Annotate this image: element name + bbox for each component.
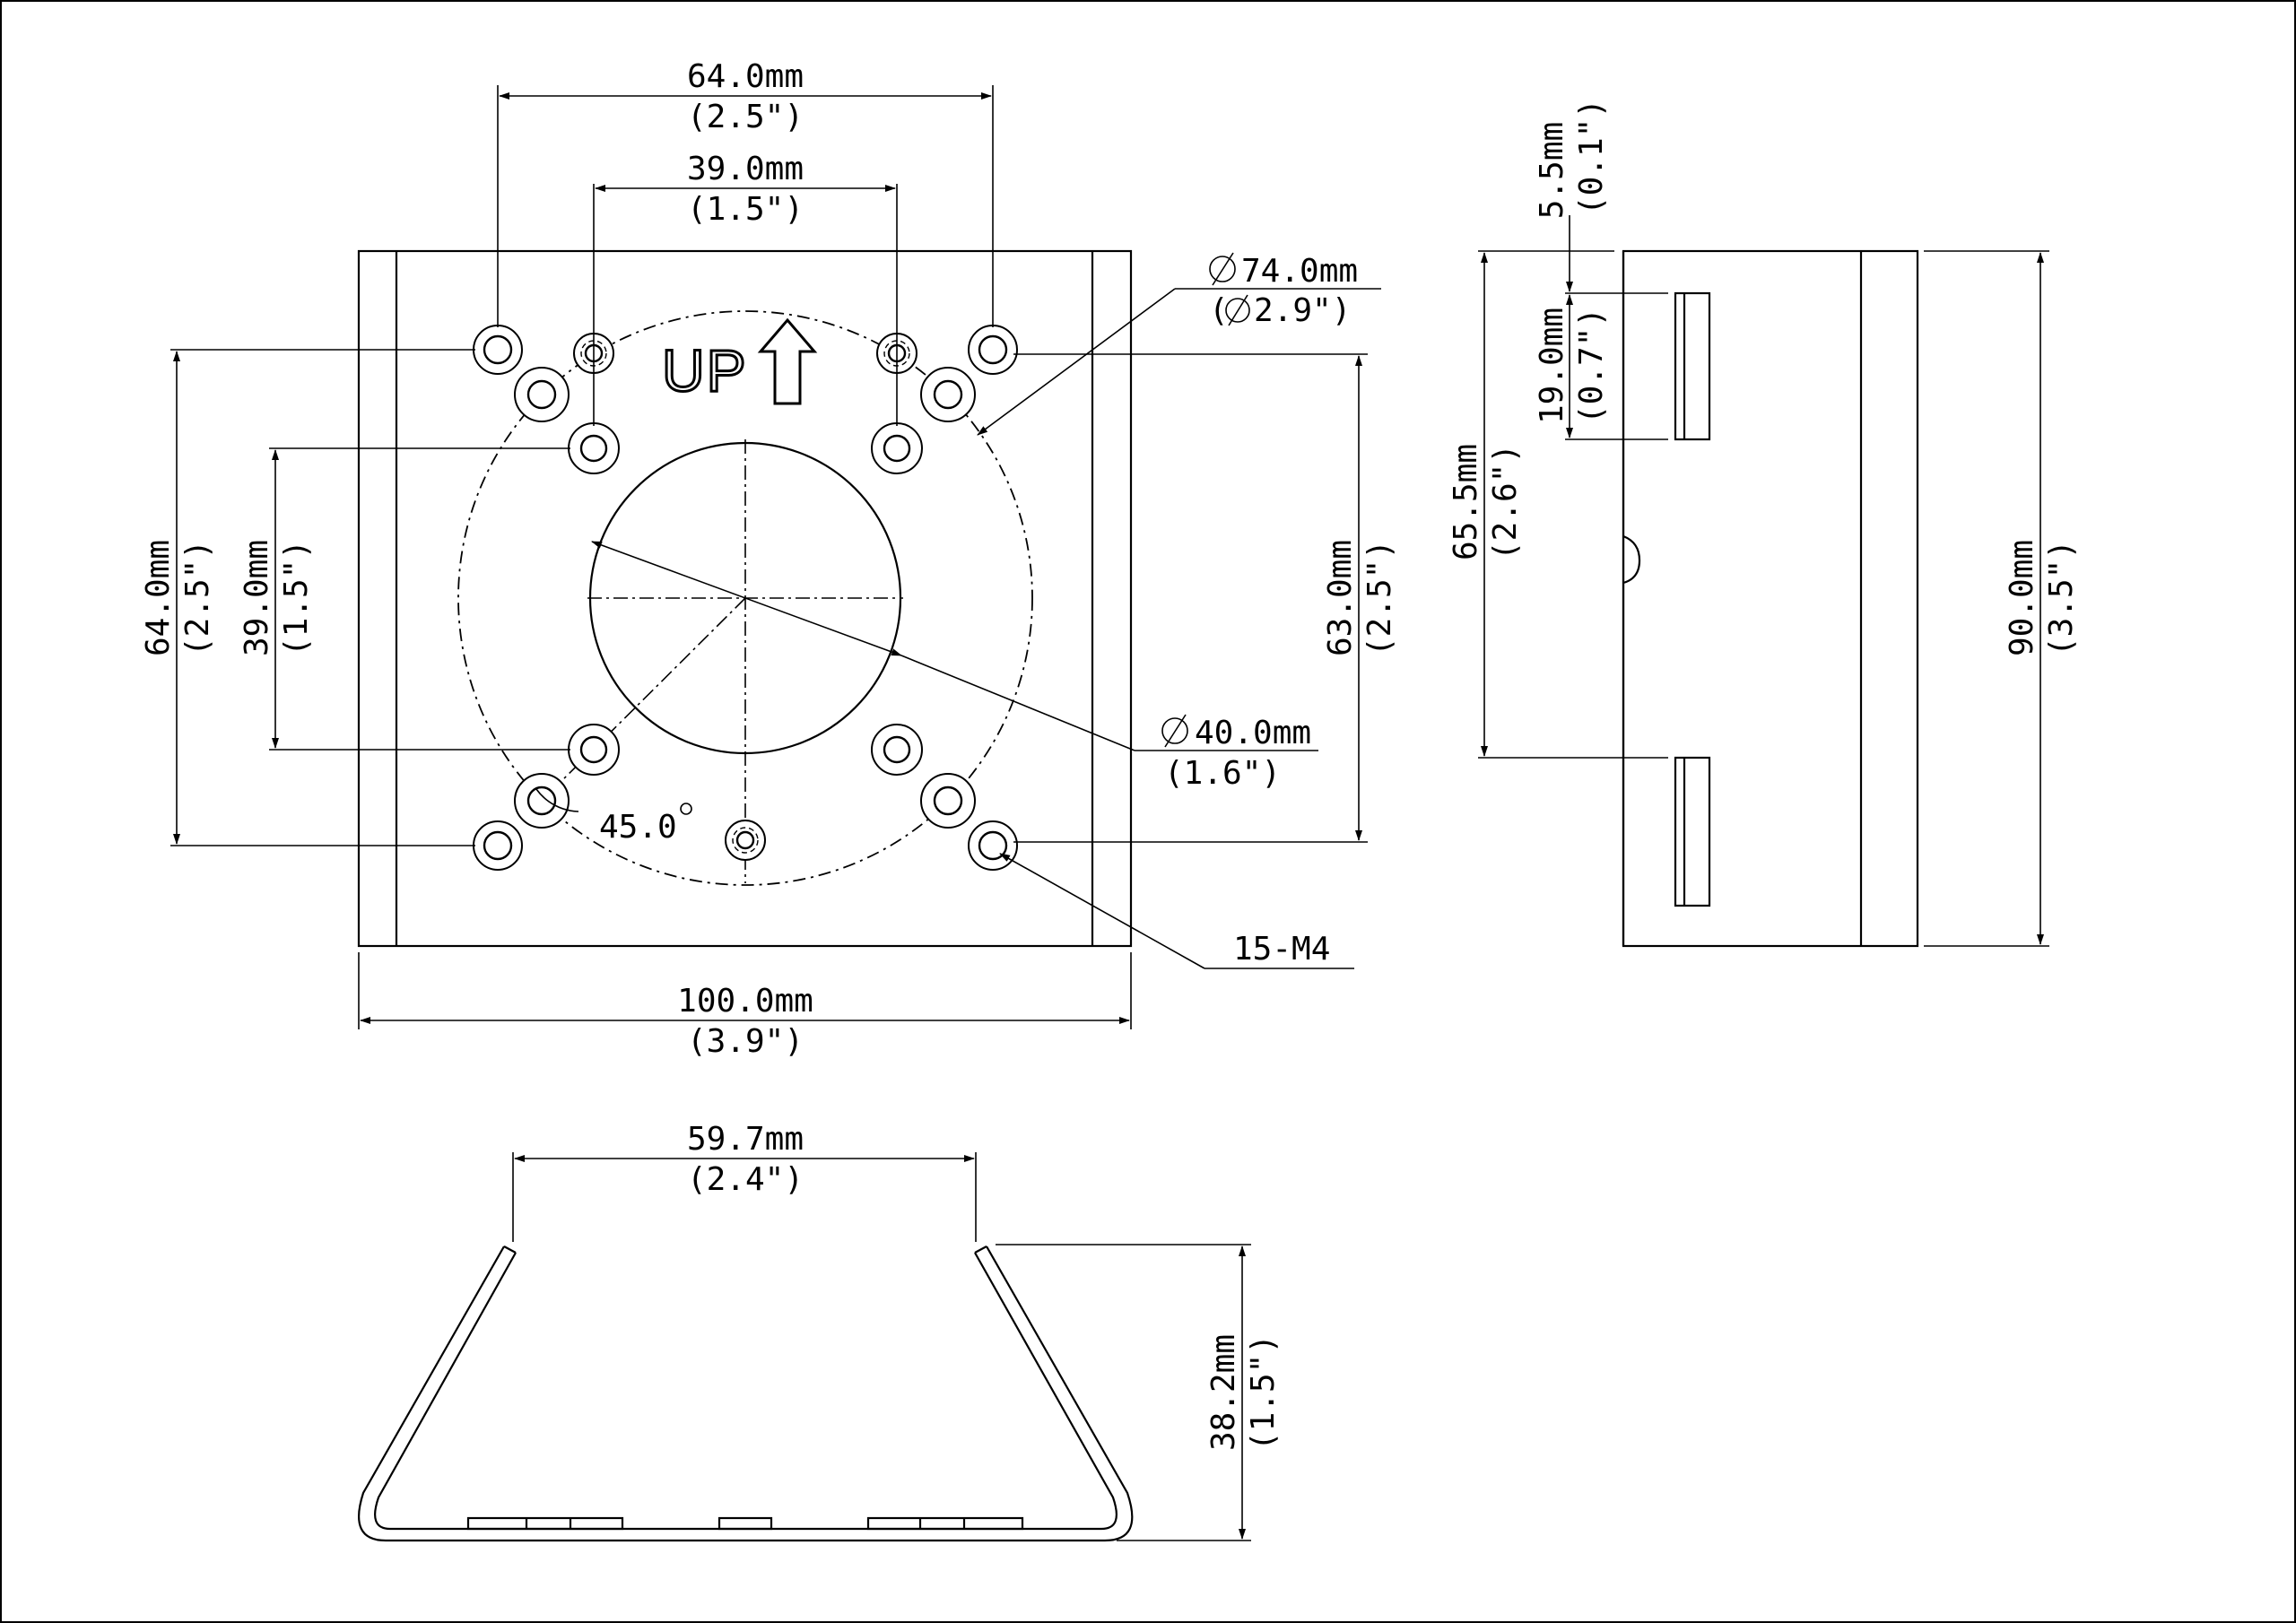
dim-right-imperial: (2.5")	[1361, 540, 1398, 656]
bottom-slot-3	[866, 1516, 1024, 1531]
hole-outer-tl	[473, 325, 523, 375]
dim-bottom-width-metric: 59.7mm	[687, 1121, 804, 1158]
dim-side-tab-imperial: (0.7")	[1573, 308, 1610, 424]
dim-pcd-imperial: 2.9")	[1254, 292, 1351, 329]
dim-top-inner-imperial: (1.5")	[687, 191, 804, 228]
pcd-circle	[457, 310, 1033, 886]
hole-inner-tr	[871, 422, 923, 474]
degree-icon	[680, 803, 692, 815]
up-label: UP	[662, 337, 748, 404]
side-view: 90.0mm (3.5") 65.5mm (2.6") 5.5mm (0.1")…	[1448, 99, 2080, 948]
side-body	[1622, 249, 1919, 948]
side-knob	[1622, 534, 1641, 585]
hole-outer-tr	[968, 325, 1018, 375]
leader-bore	[591, 541, 902, 656]
dim-pcd-imperial-open: (	[1209, 292, 1229, 329]
hole-inner-bl	[568, 724, 620, 776]
bottom-slot-1	[466, 1516, 624, 1531]
hole-thread-bottom	[725, 820, 766, 861]
dim-left-inner-imperial: (1.5")	[278, 540, 315, 656]
hole-outer-br	[968, 820, 1018, 871]
dim-width-metric: 100.0mm	[677, 983, 813, 1020]
hole-outer-bl	[473, 820, 523, 871]
hole-pcd-tr	[920, 367, 976, 422]
plate-outline	[357, 249, 1133, 948]
dim-left-outer-imperial: (2.5")	[179, 540, 216, 656]
dim-bottom-height-imperial: (1.5")	[1245, 1334, 1282, 1451]
thread-callout: 15-M4	[1233, 931, 1330, 968]
channel-inner	[374, 1252, 1118, 1531]
dim-side-tab-metric: 19.0mm	[1534, 308, 1570, 424]
diameter-icon-small	[1225, 294, 1250, 326]
centerline-diagonal	[539, 597, 746, 803]
diameter-icon	[1209, 252, 1236, 286]
dim-top-inner-metric: 39.0mm	[687, 151, 804, 187]
angle-arc	[535, 788, 579, 812]
dim-bore-imperial: (1.6")	[1164, 755, 1281, 792]
dim-top-outer-metric: 64.0mm	[687, 58, 804, 95]
up-arrow-icon	[757, 317, 818, 405]
hole-inner-tl	[568, 422, 620, 474]
dim-right-metric: 63.0mm	[1322, 540, 1359, 656]
hole-inner-br	[871, 724, 923, 776]
dim-bottom-width-imperial: (2.4")	[687, 1161, 804, 1198]
dim-top-outer-imperial: (2.5")	[687, 99, 804, 135]
dim-width-imperial: (3.9")	[687, 1023, 804, 1060]
front-view: UP 64.0mm (2.5") 39.0mm (1.5") 64.0mm (2…	[140, 58, 1398, 1060]
dim-side-gap-metric: 5.5mm	[1534, 122, 1570, 219]
hole-pcd-tl	[514, 367, 570, 422]
dim-pcd-metric: 74.0mm	[1241, 253, 1358, 290]
leader-pcd	[977, 288, 1176, 436]
leader-thread	[999, 853, 1205, 969]
side-tab-top	[1674, 291, 1711, 441]
hole-pcd-br	[920, 773, 976, 829]
dim-side-span-imperial: (2.6")	[1487, 444, 1524, 560]
dim-side-height-metric: 90.0mm	[2004, 540, 2040, 656]
dim-side-gap-imperial: (0.1")	[1573, 99, 1610, 215]
side-tab-bottom	[1674, 756, 1711, 907]
dim-bore-metric: 40.0mm	[1195, 715, 1311, 751]
dim-left-inner-metric: 39.0mm	[239, 540, 275, 656]
channel-outer	[358, 1245, 1134, 1542]
dim-side-height-imperial: (3.5")	[2043, 540, 2080, 656]
hole-pcd-bl	[514, 773, 570, 829]
dim-bottom-height-metric: 38.2mm	[1205, 1334, 1242, 1451]
bottom-view: 59.7mm (2.4") 38.2mm (1.5")	[358, 1121, 1282, 1542]
bottom-slot-2	[718, 1516, 773, 1531]
dim-angle: 45.0	[599, 809, 677, 846]
diameter-icon-bore	[1161, 714, 1188, 748]
dim-side-span-metric: 65.5mm	[1448, 444, 1484, 560]
dim-left-outer-metric: 64.0mm	[140, 540, 177, 656]
